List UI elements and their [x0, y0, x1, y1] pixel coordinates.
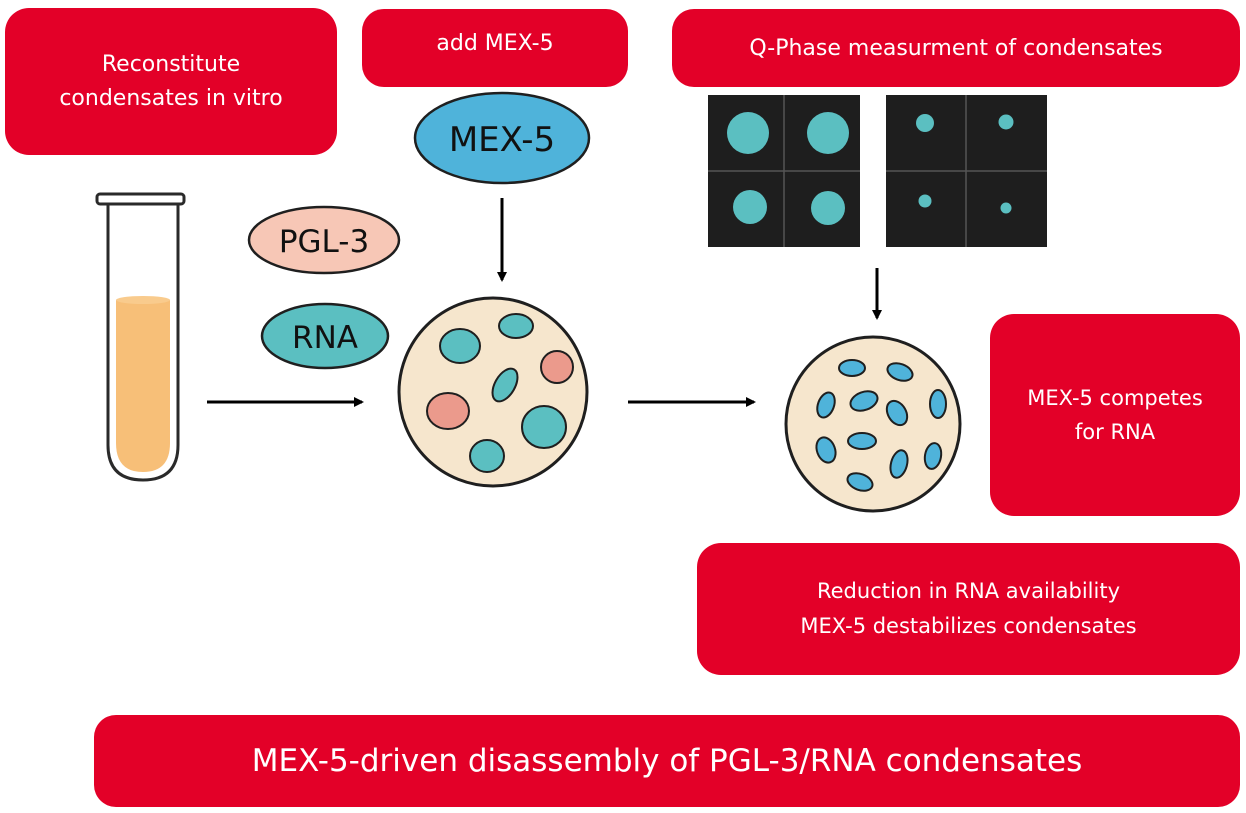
reconstitute-line-2: condensates in vitro [59, 85, 283, 111]
bottom-title-box: MEX-5-driven disassembly of PGL-3/RNA co… [94, 715, 1240, 807]
mex5-oval: MEX-5 [413, 91, 591, 185]
arrow-icon [207, 198, 882, 407]
rna-label: RNA [292, 320, 358, 356]
reduction-line-2: MEX-5 destabilizes condensates [800, 614, 1137, 638]
test-tube-icon [95, 192, 186, 482]
competes-line-2: for RNA [1074, 420, 1156, 444]
reconstitute-box: Reconstitute condensates in vitro [5, 8, 337, 155]
competes-line-1: MEX-5 competes [1027, 386, 1203, 410]
pgl3-label: PGL-3 [279, 224, 369, 260]
add-mex5-label: add MEX-5 [436, 31, 554, 56]
qphase-box: Q-Phase measurment of condensates [672, 9, 1240, 87]
microscopy-panel-icon [886, 95, 1047, 247]
mex5-label: MEX-5 [449, 120, 555, 160]
droplet-dish-icon [397, 296, 589, 488]
competes-box: MEX-5 competes for RNA [990, 314, 1240, 516]
bottom-title-label: MEX-5-driven disassembly of PGL-3/RNA co… [251, 743, 1083, 779]
droplet-dish-icon [784, 335, 962, 513]
reduction-line-1: Reduction in RNA availability [816, 579, 1120, 603]
microscopy-panel-icon [708, 95, 860, 247]
qphase-label: Q-Phase measurment of condensates [749, 35, 1163, 61]
reduction-box: Reduction in RNA availability MEX-5 dest… [697, 543, 1240, 675]
pgl3-oval: PGL-3 [247, 205, 401, 275]
add-mex5-box: add MEX-5 [362, 9, 628, 87]
rna-oval: RNA [260, 302, 390, 370]
reconstitute-line-1: Reconstitute [101, 51, 241, 77]
